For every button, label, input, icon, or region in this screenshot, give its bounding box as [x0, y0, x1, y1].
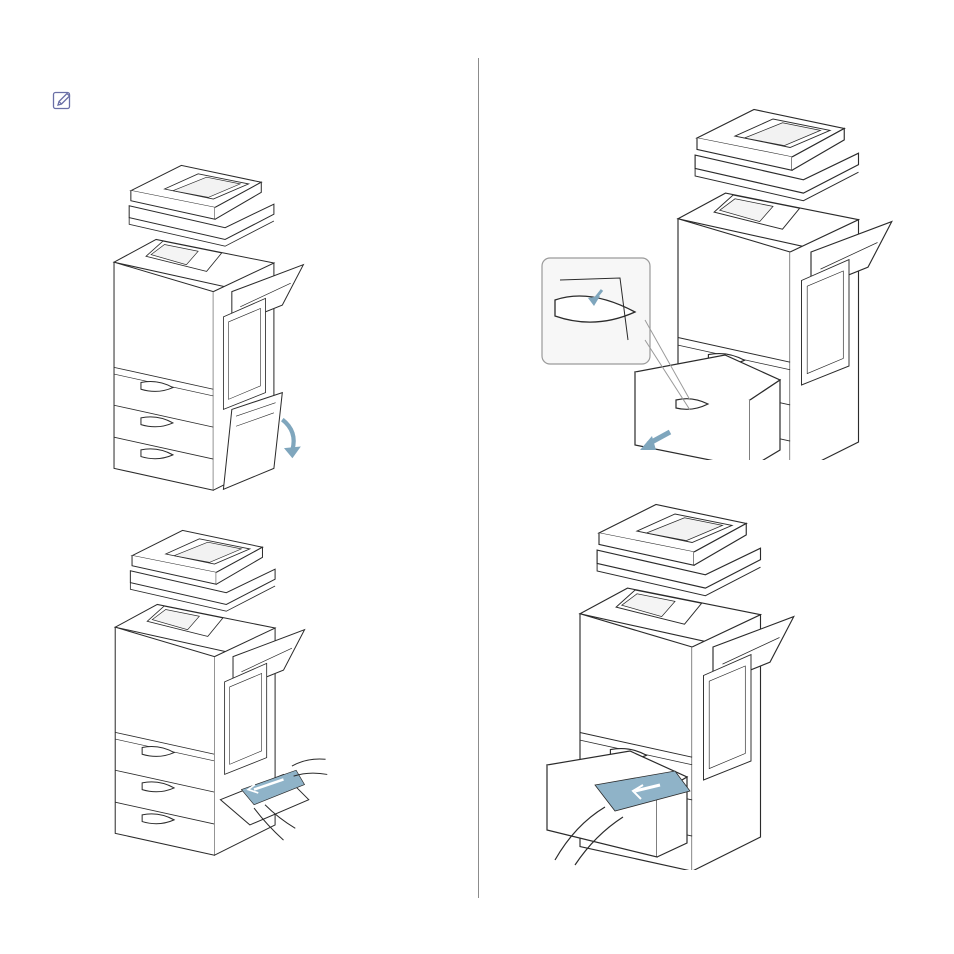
printer-remove-paper-tray: [545, 495, 820, 870]
printer-pull-out-tray: [540, 100, 915, 460]
column-divider: [478, 58, 479, 898]
printer-open-side-door: [95, 157, 335, 502]
note-pencil-icon: [52, 91, 74, 111]
printer-remove-paper-side: [95, 522, 350, 867]
